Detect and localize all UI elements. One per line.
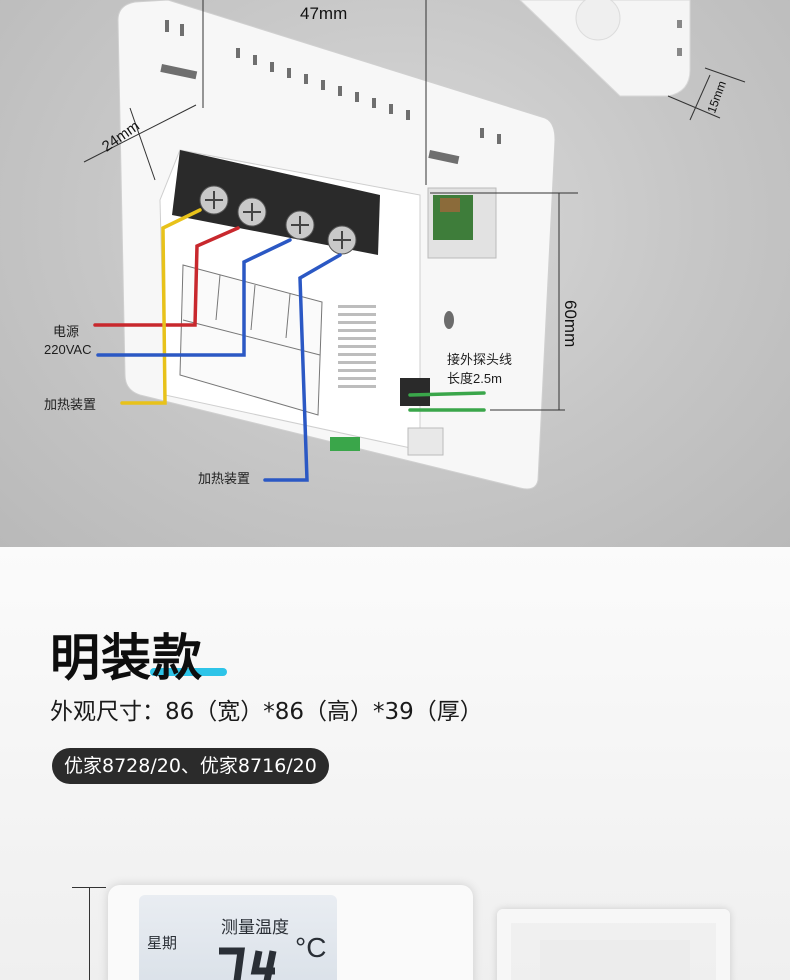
- height-dimension-label: 60mm: [561, 300, 580, 348]
- model-badge: 优家8728/20、优家8716/20: [52, 748, 329, 784]
- width-dimension-label: 47mm: [300, 4, 348, 23]
- lcd-measure-label: 测量温度: [221, 918, 289, 937]
- product-back-photo: 47mm 24mm 60mm 15mm 电源 220VAC 加热装置 加热装置 …: [0, 0, 790, 547]
- power-label: 电源: [53, 324, 80, 339]
- heater-label-left: 加热装置: [44, 397, 97, 412]
- thermostat-back-illustration: [83, 0, 746, 490]
- section-title: 明装款: [50, 629, 203, 687]
- probe-length-label: 长度2.5m: [447, 371, 502, 386]
- lcd-week-label: 星期: [147, 935, 178, 952]
- lcd-unit-label: °C: [295, 932, 327, 963]
- lcd-digits-icon: [219, 947, 277, 980]
- dimension-guide: [89, 887, 90, 980]
- mounting-frame-opening: [540, 940, 690, 980]
- voltage-label: 220VAC: [44, 342, 92, 357]
- dimension-spec: 外观尺寸：86（宽）*86（高）*39（厚）: [50, 699, 483, 725]
- probe-label: 接外探头线: [447, 352, 513, 367]
- title-accent-bar: [150, 668, 227, 676]
- heater-label-bottom: 加热装置: [198, 471, 251, 486]
- mounting-frame: [497, 909, 730, 980]
